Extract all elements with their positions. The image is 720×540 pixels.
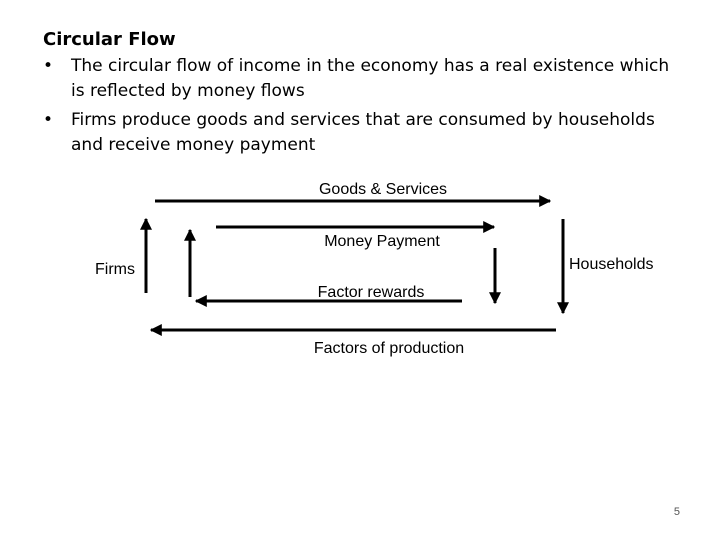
- factor-rewards-label: Factor rewards: [318, 284, 425, 301]
- bullet-marker: •: [43, 56, 54, 76]
- bullet-marker: •: [43, 110, 54, 130]
- bullet-text: Firms produce goods and services that ar…: [71, 110, 655, 155]
- households-label: Households: [569, 256, 654, 273]
- bullet-item: • The circular flow of income in the eco…: [43, 54, 683, 104]
- factors-of-production-label: Factors of production: [314, 340, 464, 357]
- bullet-text: The circular flow of income in the econo…: [71, 56, 670, 101]
- bullet-item: • Firms produce goods and services that …: [43, 108, 683, 158]
- firms-label: Firms: [95, 261, 135, 278]
- bullet-list: • The circular flow of income in the eco…: [43, 54, 683, 162]
- money-payment-label: Money Payment: [324, 233, 440, 250]
- goods-services-label: Goods & Services: [319, 181, 447, 198]
- slide-title: Circular Flow: [43, 29, 176, 50]
- page-number: 5: [673, 506, 680, 518]
